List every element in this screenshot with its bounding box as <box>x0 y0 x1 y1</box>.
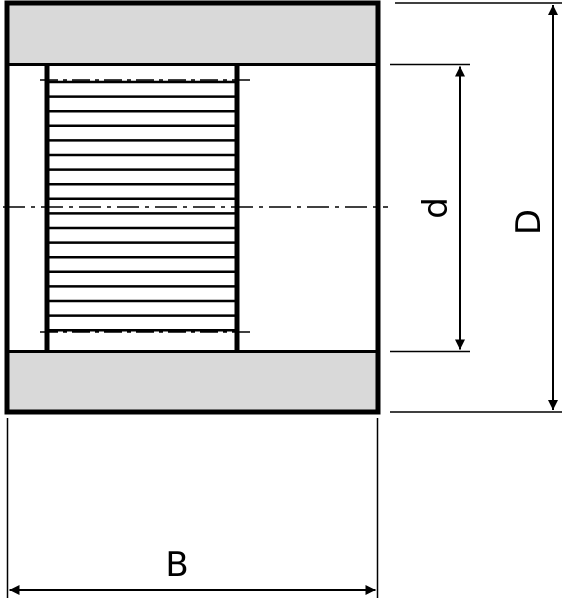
dimension-outer-diameter: D <box>390 2 562 413</box>
dimension-width: B <box>6 418 379 598</box>
part-body <box>3 0 388 415</box>
dimension-label-inner-diameter: d <box>416 197 456 219</box>
dimension-inner-diameter: d <box>390 63 470 353</box>
top-shaded-section <box>9 5 376 65</box>
thread-lines <box>49 80 235 332</box>
thread-region <box>45 63 239 353</box>
dimension-label-outer-diameter: D <box>509 209 549 235</box>
bottom-shaded-section <box>9 352 376 410</box>
dimension-label-width: B <box>165 545 188 585</box>
